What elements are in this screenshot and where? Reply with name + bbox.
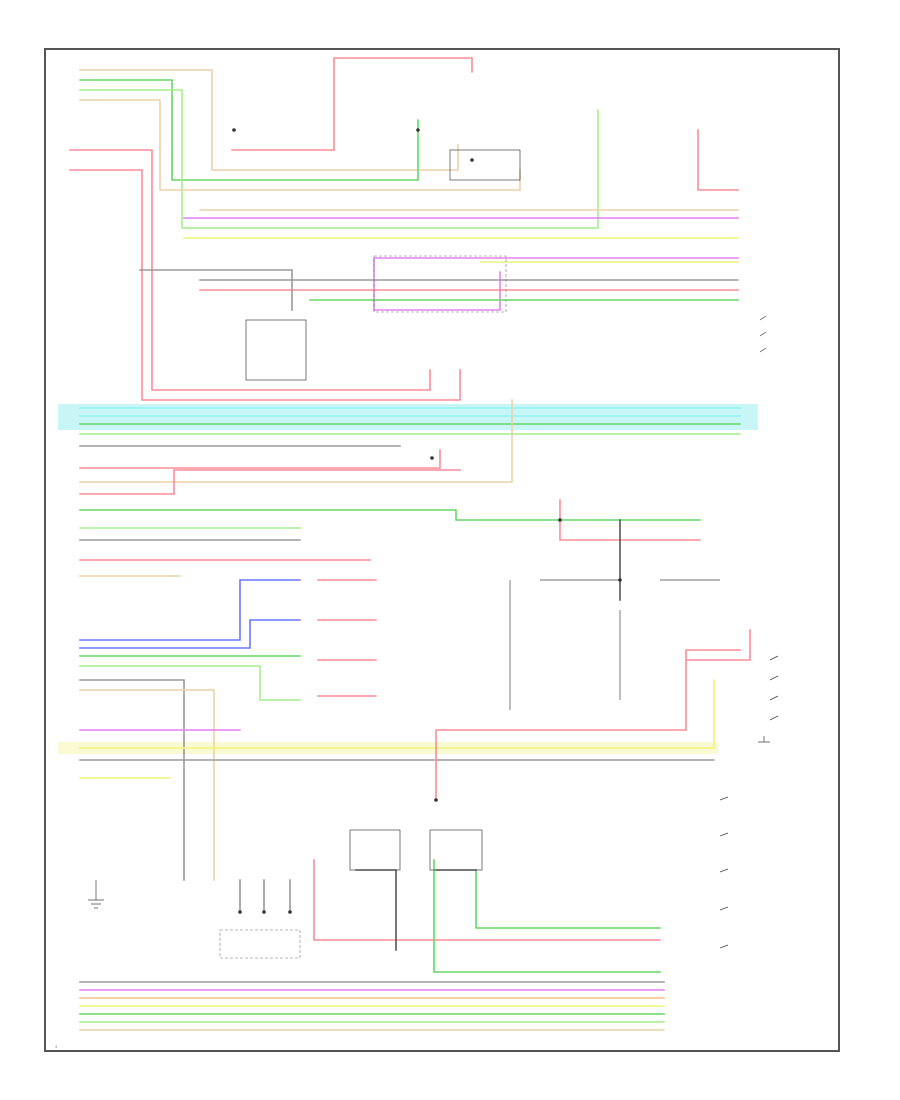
wire-tan-mid [79,99,521,191]
splice [434,798,438,802]
wire-yellow-2 [79,679,715,749]
ground-symbol [88,880,104,909]
page-number: 3 [55,1045,57,1049]
wire-gray-bottom [239,879,291,913]
wire-pink-right [697,129,739,191]
wire-green-top [79,79,419,181]
splice [430,456,434,460]
switch-contact [759,315,767,353]
connector-box-upper-right [373,255,507,313]
switch-contact [719,796,729,949]
splice-dots [232,128,622,914]
wire-red-bottom [313,859,661,941]
mid-bundle [79,399,741,601]
wire-green-2 [79,509,701,521]
splice [232,128,236,132]
splice [416,128,420,132]
wire-tan-top [79,69,459,171]
bottom-wires [79,859,665,1031]
top-left-wires [69,57,739,401]
wire-pink-b [69,169,461,401]
wire-green-bottom [433,859,661,973]
wire-tan-4 [79,689,215,881]
splice [470,158,474,162]
wire-tan-2 [79,399,513,483]
wire-magenta-loop [373,257,739,311]
wire-red-right [559,499,701,541]
wire-gray-3 [79,679,185,881]
wire-lightgreen-3 [79,665,301,701]
relay-top-center [449,149,521,181]
splice [288,910,292,914]
diagram-frame [44,48,840,1052]
wire-red-long [435,649,741,801]
ground-box [219,929,301,959]
wire-blue-2 [79,619,301,649]
right-bus-top [139,209,739,311]
relay-mid [245,319,307,381]
wire-red-top [231,57,473,151]
components [88,149,770,959]
wire-blue-1 [79,579,301,641]
wire-pink-a [69,149,431,391]
wire-green-bottom2 [475,869,661,929]
splice [238,910,242,914]
switch-stubs [317,579,377,697]
splice [262,910,266,914]
splice [618,578,622,582]
right-switches [719,315,779,949]
lower-left-bundle [79,579,751,881]
wire-pink-2 [79,469,461,495]
wire-black-bottom [355,869,477,951]
switch-contact [769,655,779,721]
splice [558,518,562,522]
wire-pink-long [685,629,751,661]
relay-lower-right [429,829,483,871]
wire-red-1 [79,449,441,469]
ground-symbol-2 [758,736,770,743]
relay-lower-left [349,829,401,871]
wire-lightgreen-top [79,89,599,229]
wire-gray-loop [139,269,739,311]
